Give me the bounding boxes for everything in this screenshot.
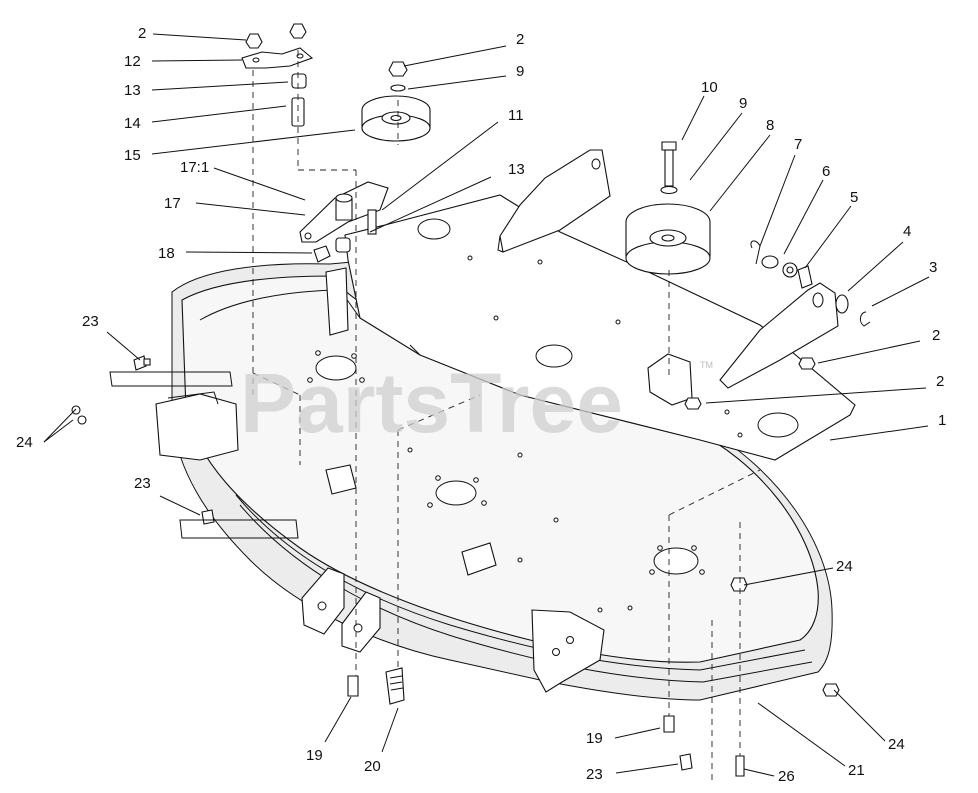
callout-c9b: 9 <box>739 95 747 112</box>
idler-bracket-left <box>497 149 611 253</box>
callout-c10: 10 <box>701 79 718 96</box>
idler-bracket-right <box>719 282 839 389</box>
callout-c20: 20 <box>364 758 381 775</box>
callout-c21: 21 <box>848 762 865 779</box>
leader-line-c24b <box>43 408 77 443</box>
leader-line-c19a <box>324 696 352 743</box>
callout-c2d: 2 <box>936 373 944 390</box>
callout-c3: 3 <box>929 259 937 276</box>
callout-c1: 1 <box>938 412 946 429</box>
leader-line-c26 <box>743 768 775 777</box>
leader-line-c20 <box>381 707 399 753</box>
leader-line-c24a <box>43 419 74 443</box>
left-side-bracket <box>155 391 239 461</box>
leader-line-c5 <box>804 205 852 269</box>
callout-c8: 8 <box>766 117 774 134</box>
callout-c2c: 2 <box>932 327 940 344</box>
leader-line-c15 <box>151 129 356 155</box>
callout-c19a: 19 <box>306 747 323 764</box>
leader-line-c2d <box>705 387 927 404</box>
callout-c2b: 2 <box>516 31 524 48</box>
watermark-text: PartsTree <box>240 356 623 450</box>
callout-c4: 4 <box>903 223 911 240</box>
callout-c171: 17:1 <box>180 159 209 176</box>
callout-c5: 5 <box>850 189 858 206</box>
callout-c11: 11 <box>508 107 524 124</box>
watermark-tm: TM <box>700 360 713 370</box>
front-hangers <box>301 567 605 693</box>
leader-line-c19b <box>614 727 661 739</box>
leader-line-c21 <box>757 702 846 767</box>
leader-line-c23b <box>159 495 201 516</box>
leader-line-c2a <box>152 33 247 41</box>
leader-line-c24c <box>743 567 834 586</box>
callout-c24c: 24 <box>836 558 853 575</box>
callout-c26: 26 <box>778 768 795 785</box>
callout-c15: 15 <box>124 147 141 164</box>
leader-line-c1 <box>829 425 929 441</box>
callout-labels: 21213141517:1171829111310987654322123242… <box>16 25 946 785</box>
leader-line-c24d <box>833 689 886 742</box>
small-clips <box>325 267 497 576</box>
callout-c7: 7 <box>794 136 802 153</box>
callout-c24a: 24 <box>16 434 33 451</box>
hardware <box>71 23 871 777</box>
callout-c19b: 19 <box>586 730 603 747</box>
mounting-holes <box>307 255 743 613</box>
leader-line-c13b <box>369 176 492 233</box>
callout-c23a: 23 <box>82 313 99 330</box>
callout-c24d: 24 <box>888 736 905 753</box>
callout-c13b: 13 <box>508 161 525 178</box>
callout-c2a: 2 <box>138 25 146 42</box>
leader-line-c4 <box>847 241 904 292</box>
callout-c12: 12 <box>124 53 141 70</box>
leader-line-c2b <box>403 45 507 67</box>
center-lines <box>252 50 761 780</box>
bolt-plates <box>109 371 299 539</box>
leader-line-c11 <box>381 121 499 211</box>
leader-line-c18 <box>185 251 313 254</box>
leader-line-c14 <box>151 105 287 123</box>
leader-line-c12 <box>151 59 243 62</box>
callout-c14: 14 <box>124 115 141 132</box>
callout-c13a: 13 <box>124 82 141 99</box>
leader-line-c171 <box>213 167 306 201</box>
pulley-15 <box>361 95 431 142</box>
callout-c23c: 23 <box>586 766 603 783</box>
leader-line-c13a <box>151 81 289 91</box>
callout-c9a: 9 <box>516 63 524 80</box>
leader-line-c8 <box>709 134 771 212</box>
leader-line-c7 <box>759 154 796 247</box>
leader-line-c3 <box>871 276 930 307</box>
leader-line-c17 <box>195 202 306 216</box>
pulley-8 <box>625 203 711 275</box>
leader-line-c23a <box>106 331 141 361</box>
leader-line-c23c <box>615 763 679 774</box>
callout-c18: 18 <box>158 245 175 262</box>
leader-line-c10 <box>681 95 705 141</box>
leader-line-c9a <box>407 75 507 90</box>
leader-line-c6 <box>783 179 824 255</box>
leader-line-c2c <box>817 340 921 364</box>
leader-line-c9b <box>689 112 743 181</box>
idler-arm-17 <box>299 181 389 243</box>
callout-c23b: 23 <box>134 475 151 492</box>
callout-c6: 6 <box>822 163 830 180</box>
callout-c17: 17 <box>164 195 181 212</box>
